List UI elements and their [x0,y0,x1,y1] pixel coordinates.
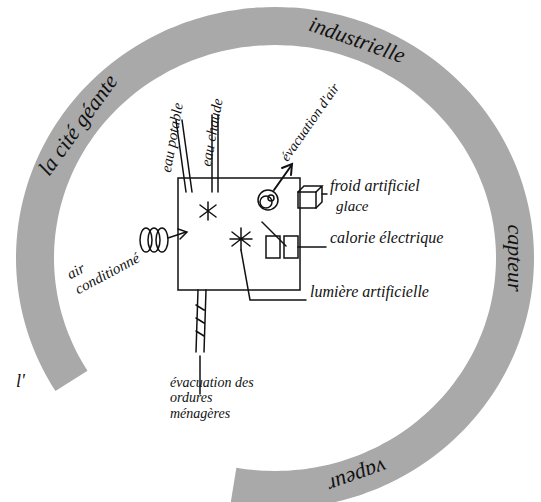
exhaust-arrow [274,166,291,190]
sketch-label: évacuation d'air [278,81,343,165]
sketch-label: froid artificiel [330,177,420,195]
ring-text: capteur [504,224,526,291]
sketch-label: glace [336,198,368,215]
air-spiral [258,190,278,210]
leader-line [298,246,326,248]
light-star [200,202,286,250]
arrow-head [178,229,187,239]
cold-box [298,192,316,208]
heater-box [266,236,280,258]
sketch-label: eau chaude [198,97,226,168]
sketch-label: lumière artificielle [310,283,429,301]
cold-box [298,186,322,208]
sketch-label: l' [16,372,25,392]
air-coil [140,228,168,252]
arrow-head [282,164,292,175]
sketch-label: évacuation des ordures ménagères [170,375,270,421]
refuse-chute [196,290,206,352]
leader-line [322,193,327,195]
water-pipe [182,120,192,192]
ring-text: la cité géante [35,70,122,179]
building-box [178,178,300,290]
ring-band [35,26,515,490]
heater-box [284,236,298,258]
sketch-label: air conditionné [64,239,132,296]
sketch-label: calorie électrique [330,229,443,247]
